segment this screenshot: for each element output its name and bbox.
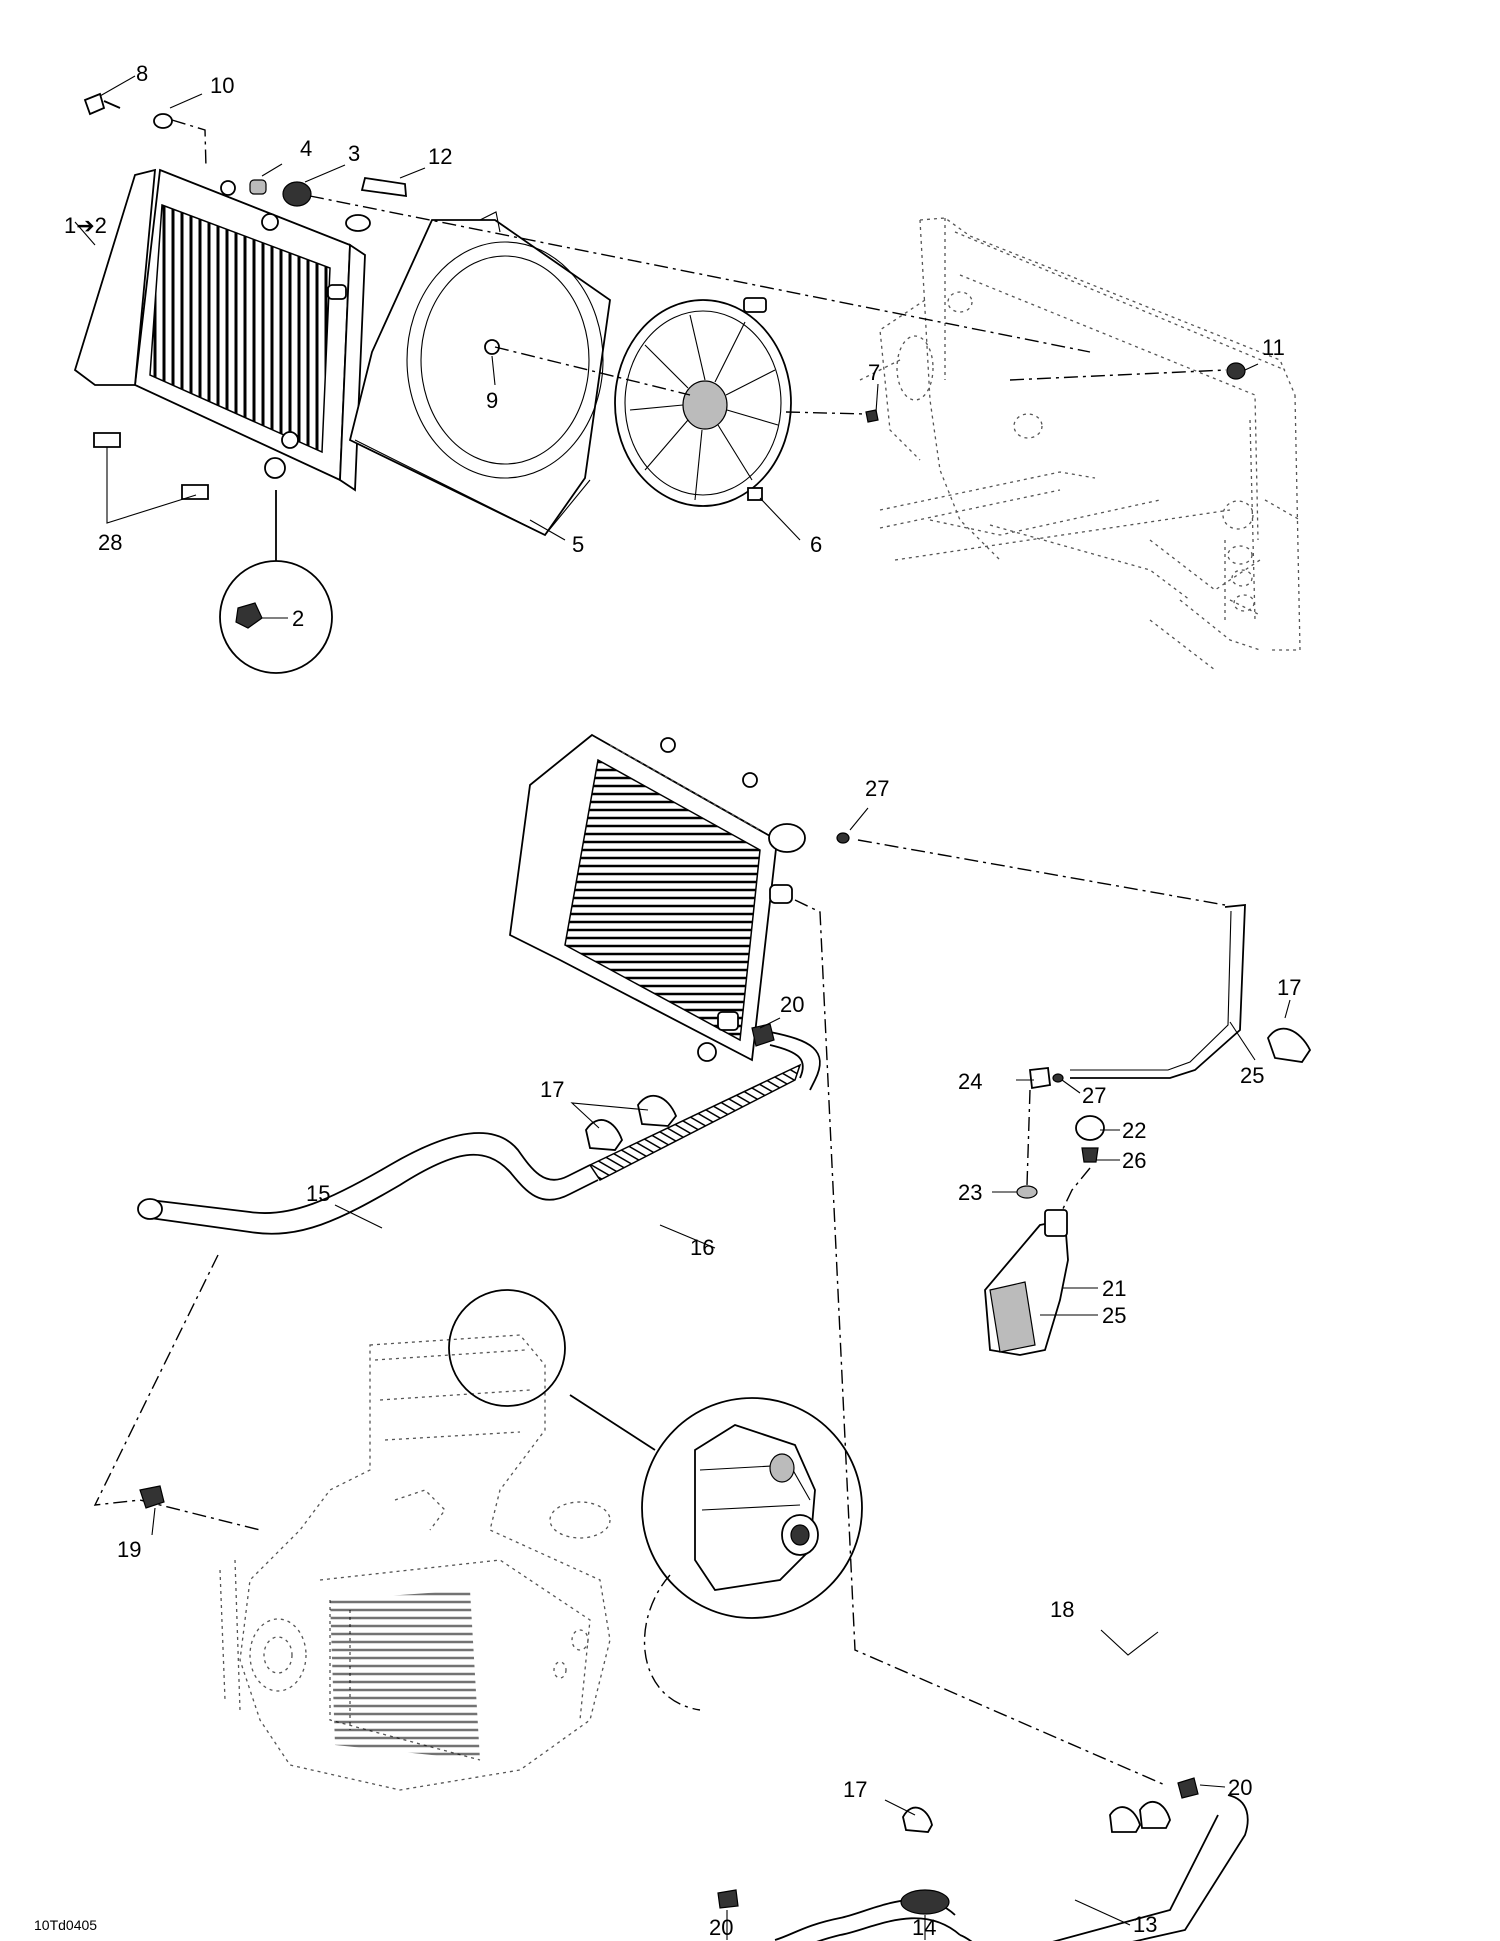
fan-shroud <box>348 211 611 537</box>
callout-10: 10 <box>210 73 234 98</box>
drawing-reference: 10Td0405 <box>34 1917 97 1933</box>
grommet-28a <box>93 432 121 448</box>
screw-7 <box>865 409 879 423</box>
callout-8: 8 <box>136 61 148 86</box>
washer-23 <box>1016 1185 1038 1199</box>
clamp-27b <box>1052 1073 1064 1083</box>
leader-lines <box>74 75 1291 1940</box>
detail-circle-engine <box>448 1289 566 1407</box>
callout-17a: 17 <box>1277 975 1301 1000</box>
callout-22: 22 <box>1122 1118 1146 1143</box>
spacer-4 <box>249 179 267 195</box>
clamp-20a <box>751 1023 775 1047</box>
thermostat-housing <box>694 1424 819 1591</box>
coupler-14 <box>900 1889 950 1915</box>
lower-hose-15 <box>137 1031 821 1235</box>
callout-11: 11 <box>1262 335 1285 360</box>
protector-18b <box>1139 1800 1171 1829</box>
protector-17a <box>1267 1027 1312 1063</box>
callout-17b: 17 <box>540 1077 564 1102</box>
callout-20b: 20 <box>1228 1775 1252 1800</box>
clamp-27a <box>836 832 850 844</box>
washer-10 <box>153 113 173 129</box>
callout-28: 28 <box>98 530 122 555</box>
detail-circle-thermostat-housing <box>641 1397 863 1619</box>
cooling-fan <box>614 297 792 507</box>
callout-3: 3 <box>348 141 360 166</box>
callout-16: 16 <box>690 1235 714 1260</box>
clamp-20b <box>717 1889 739 1909</box>
callout-20a: 20 <box>780 992 804 1017</box>
callout-20c: 20 <box>709 1915 733 1940</box>
protector-17c <box>637 1094 678 1127</box>
callout-12: 12 <box>428 144 452 169</box>
callout-17c: 17 <box>843 1777 867 1802</box>
radiator-bottom <box>509 733 806 1062</box>
callout-labels: 8 10 4 3 12 1➔2 9 7 11 28 5 6 2 27 17 20… <box>34 61 1301 1940</box>
callout-9: 9 <box>486 388 498 413</box>
radiator-top <box>73 168 366 492</box>
callout-26: 26 <box>1122 1148 1146 1173</box>
callout-27a: 27 <box>865 776 889 801</box>
callout-19: 19 <box>117 1537 141 1562</box>
callout-1-2: 1➔2 <box>64 213 107 238</box>
callout-2: 2 <box>292 606 304 631</box>
protector-17b <box>585 1119 624 1151</box>
callout-21: 21 <box>1102 1276 1126 1301</box>
engine-intercooler-fins <box>330 1590 480 1760</box>
clamp-20c <box>1177 1777 1199 1799</box>
callout-15: 15 <box>306 1181 330 1206</box>
callout-24: 24 <box>958 1069 982 1094</box>
protector-18a <box>1109 1806 1141 1833</box>
callout-5: 5 <box>572 532 584 557</box>
callout-13: 13 <box>1133 1912 1157 1937</box>
grommet-3 <box>282 181 312 207</box>
bolt-8 <box>83 92 121 116</box>
vehicle-frame <box>859 217 1301 671</box>
callout-6: 6 <box>810 532 822 557</box>
callout-25a: 25 <box>1240 1063 1264 1088</box>
coolant-reservoir-21 <box>984 1209 1069 1356</box>
fitting-24 <box>1029 1067 1051 1090</box>
callout-18: 18 <box>1050 1597 1074 1622</box>
bottom-hose-13 <box>959 1794 1249 1941</box>
callout-23: 23 <box>958 1180 982 1205</box>
grommet-28b <box>181 484 209 500</box>
callout-4: 4 <box>300 136 312 161</box>
callout-27b: 27 <box>1082 1083 1106 1108</box>
reservoir-cap-22 <box>1075 1115 1105 1141</box>
callout-7: 7 <box>868 360 880 385</box>
callout-14: 14 <box>912 1915 936 1940</box>
clamp-19 <box>139 1485 165 1509</box>
callout-25b: 25 <box>1102 1303 1126 1328</box>
overflow-hose-25 <box>1070 904 1246 1079</box>
nut-11 <box>1226 362 1246 380</box>
cap-12 <box>360 176 407 198</box>
